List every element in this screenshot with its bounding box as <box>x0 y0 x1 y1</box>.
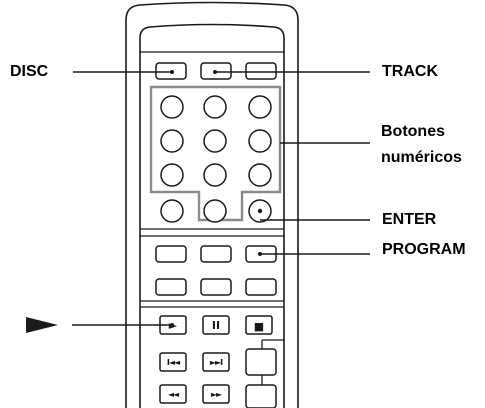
mid-button-1[interactable] <box>155 245 187 263</box>
numeric-button-8[interactable] <box>203 163 227 187</box>
top-right-button[interactable] <box>245 62 277 80</box>
track-label: TRACK <box>382 63 438 80</box>
track-leader-dot <box>213 70 217 74</box>
mid-button-4[interactable] <box>155 278 187 296</box>
pause-glyph: II <box>212 319 220 332</box>
numeric-button-6[interactable] <box>248 129 272 153</box>
remote-body <box>125 1 299 408</box>
rewind-glyph: ◄◄ <box>168 390 180 399</box>
numeric-buttons-label-line1: Botones <box>381 123 445 140</box>
stop-button[interactable] <box>245 315 273 335</box>
numeric-button-9[interactable] <box>248 163 272 187</box>
numeric-button-4[interactable] <box>160 129 184 153</box>
play-leader-dot <box>170 323 174 327</box>
mid-button-6[interactable] <box>245 278 277 296</box>
stop-glyph: ■ <box>254 320 264 333</box>
program-label: PROGRAM <box>382 241 466 258</box>
numeric-buttons-label-line2: numéricos <box>381 149 462 166</box>
disc-leader-dot <box>170 70 174 74</box>
numeric-button-3[interactable] <box>248 95 272 119</box>
next-track-button[interactable] <box>202 352 230 372</box>
forward-button[interactable] <box>202 384 230 404</box>
disc-label: DISC <box>10 63 49 80</box>
pause-button[interactable] <box>202 315 230 335</box>
enter-label: ENTER <box>382 211 437 228</box>
numeric-button-7[interactable] <box>160 163 184 187</box>
leader-lines <box>72 71 370 326</box>
next-glyph: ►►I <box>210 358 223 367</box>
side-button-2[interactable] <box>245 384 277 408</box>
numeric-frame <box>149 85 282 222</box>
prev-track-button[interactable] <box>159 352 187 372</box>
numeric-button-2[interactable] <box>203 95 227 119</box>
numeric-button-5[interactable] <box>203 129 227 153</box>
numeric-button-10[interactable] <box>160 199 184 223</box>
numeric-button-0[interactable] <box>203 199 227 223</box>
numeric-button-1[interactable] <box>160 95 184 119</box>
remote-sections <box>140 51 284 408</box>
mid-button-5[interactable] <box>200 278 232 296</box>
enter-leader-dot <box>257 208 263 214</box>
forward-glyph: ►► <box>211 390 223 399</box>
rewind-button[interactable] <box>159 384 187 404</box>
prev-glyph: I◄◄ <box>167 358 181 367</box>
program-leader-dot <box>258 252 262 256</box>
mid-button-2[interactable] <box>200 245 232 263</box>
play-arrow-icon <box>26 317 58 333</box>
side-button-1[interactable] <box>245 348 277 376</box>
